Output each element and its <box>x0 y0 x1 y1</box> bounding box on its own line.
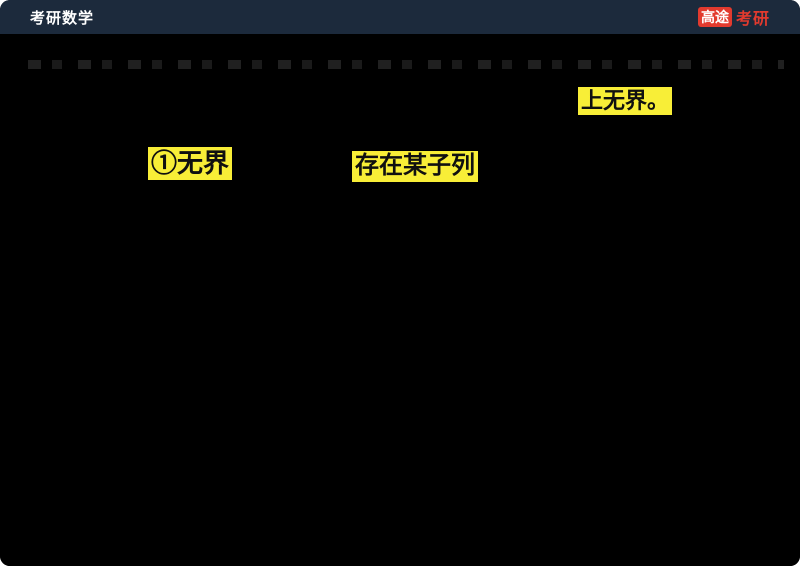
highlight-text-subsequence-exists: 存在某子列 <box>352 151 478 182</box>
header: 考研数学 高途 考研 <box>0 0 800 34</box>
gaotu-logo-badge: 高途 <box>697 7 732 27</box>
highlight-text-unbounded-above: 上无界。 <box>578 87 673 116</box>
dash-row <box>28 60 784 69</box>
gaotu-logo-wordmark: 考研 <box>735 11 770 28</box>
course-title: 考研数学 <box>30 9 95 27</box>
whiteboard: 上无界。 ①无界 存在某子列 <box>0 34 800 566</box>
brand-logo: 高途 考研 <box>697 5 770 29</box>
highlight-text-unbounded: ①无界 <box>148 147 233 181</box>
